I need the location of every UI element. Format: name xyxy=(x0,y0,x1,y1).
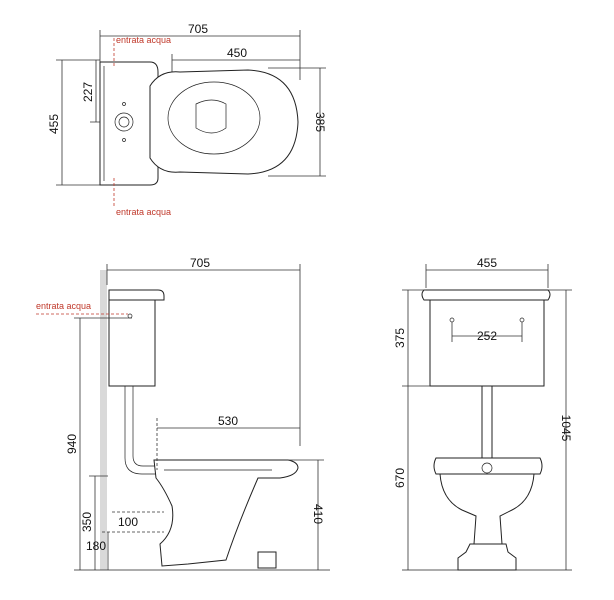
bowl-foot xyxy=(257,551,277,569)
top-view: 705 450 455 227 385 entrata a xyxy=(47,22,327,217)
dim-top-depth: 455 xyxy=(47,114,61,134)
dim-front-fixing: 252 xyxy=(477,329,497,343)
water-inlet-label-side: entrata acqua xyxy=(36,301,91,311)
dim-side-bowl-height: 410 xyxy=(311,504,325,524)
flush-pipe-front xyxy=(481,385,493,459)
dim-front-total-height: 1045 xyxy=(559,415,573,442)
wall xyxy=(100,270,107,570)
front-view: 455 252 375 670 1045 xyxy=(393,256,573,571)
dim-front-tank-height: 375 xyxy=(393,328,407,348)
dim-top-bowl-depth: 385 xyxy=(313,112,327,132)
pedestal-front xyxy=(457,543,517,571)
water-inlet-label-top: entrata acqua xyxy=(116,35,171,45)
tank-body xyxy=(108,299,156,387)
bowl-rim xyxy=(167,81,261,155)
tank-body-front xyxy=(429,299,545,387)
dim-side-width: 705 xyxy=(190,256,210,270)
tank-outlet-outer xyxy=(114,112,134,132)
dim-front-bowl-height: 670 xyxy=(393,468,407,488)
tank-outlet-inner xyxy=(118,116,130,128)
bowl-front xyxy=(439,473,535,545)
bowl-opening xyxy=(195,99,227,134)
bowl-top xyxy=(149,69,299,175)
dim-top-bowl-length: 450 xyxy=(227,46,247,60)
bowl-side xyxy=(153,459,299,567)
dim-side-outlet: 100 xyxy=(118,515,138,529)
seat-front xyxy=(433,457,543,475)
dim-top-tank-offset: 227 xyxy=(81,82,95,102)
dim-side-inlet-height: 350 xyxy=(80,512,94,532)
tank-lid xyxy=(108,289,165,301)
side-view: 705 530 940 350 180 100 xyxy=(36,256,330,571)
dim-front-width: 455 xyxy=(477,256,497,270)
dim-side-base: 180 xyxy=(86,539,106,553)
flush-pipe xyxy=(124,386,164,475)
tank-lid-front xyxy=(421,289,551,301)
water-inlet-label-bottom: entrata acqua xyxy=(116,207,171,217)
dim-top-width: 705 xyxy=(188,22,208,36)
dim-side-pipe-run: 530 xyxy=(218,414,238,428)
dim-side-height-tank: 940 xyxy=(65,434,79,454)
